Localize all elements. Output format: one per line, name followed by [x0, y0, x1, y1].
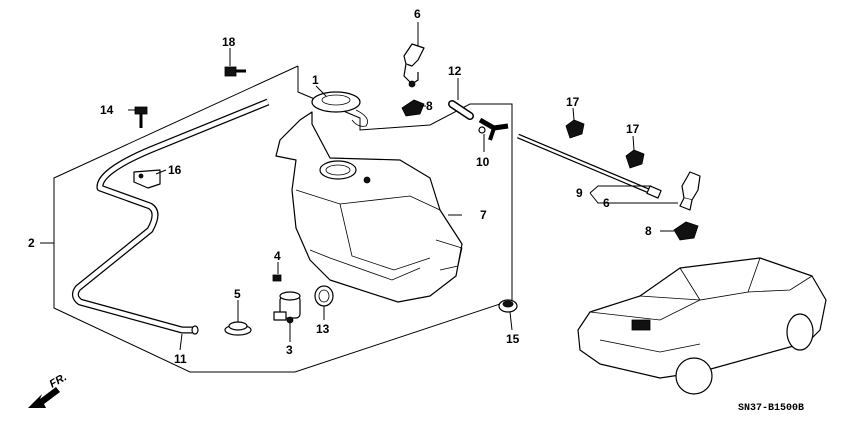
- callout-16: 16: [168, 163, 182, 177]
- hose-end: [191, 325, 199, 335]
- callout-8-right: 8: [645, 224, 652, 238]
- front-direction-label: FR.: [48, 371, 69, 390]
- callout-2: 2: [28, 236, 35, 250]
- callout-18: 18: [222, 35, 236, 49]
- callout-3: 3: [286, 343, 293, 357]
- nozzle-clip-top: [401, 99, 425, 117]
- hose-12: [448, 100, 474, 120]
- bolt-18: [224, 66, 246, 77]
- callout-1: 1: [312, 73, 319, 87]
- callout-6-right: 6: [603, 196, 610, 210]
- callout-17-lower: 17: [626, 122, 640, 136]
- callout-17-upper: 17: [566, 95, 580, 109]
- t-joint-10: [478, 117, 509, 141]
- callout-11: 11: [174, 352, 187, 366]
- callout-9: 9: [576, 186, 583, 200]
- callout-12: 12: [448, 64, 462, 78]
- callout-4: 4: [274, 249, 281, 263]
- washer-reservoir: [275, 111, 463, 303]
- grommet-15: [498, 299, 518, 313]
- assembly-outline: [53, 65, 513, 373]
- reservoir-cap: [311, 91, 369, 127]
- callout-13: 13: [316, 322, 330, 336]
- diagram-code: SN37-B1500B: [738, 403, 804, 414]
- washer-nozzle-top: [403, 43, 425, 88]
- bolt-14: [134, 106, 148, 128]
- front-arrow: [28, 387, 60, 408]
- callout-14: 14: [100, 103, 114, 117]
- washer-tube-9: [517, 133, 662, 199]
- callout-8-top: 8: [426, 99, 433, 113]
- leader-lines: [40, 22, 678, 351]
- washer-pump: [273, 291, 301, 324]
- nozzle-clip-right: [673, 221, 699, 241]
- clip-5: [224, 321, 252, 336]
- callout-15: 15: [506, 332, 520, 346]
- callout-7: 7: [480, 208, 487, 222]
- washer-nozzle-right: [679, 171, 701, 211]
- grommet-13: [314, 285, 334, 307]
- car-silhouette: [577, 257, 827, 395]
- clip-17-lower: [625, 149, 645, 169]
- callout-10: 10: [476, 155, 490, 169]
- callout-5: 5: [234, 287, 241, 301]
- grommet-4: [272, 274, 282, 282]
- callout-6-top: 6: [414, 7, 421, 21]
- bracket-16: [133, 169, 161, 189]
- washer-hose-inner: [73, 99, 269, 333]
- clip-17-upper: [565, 119, 585, 139]
